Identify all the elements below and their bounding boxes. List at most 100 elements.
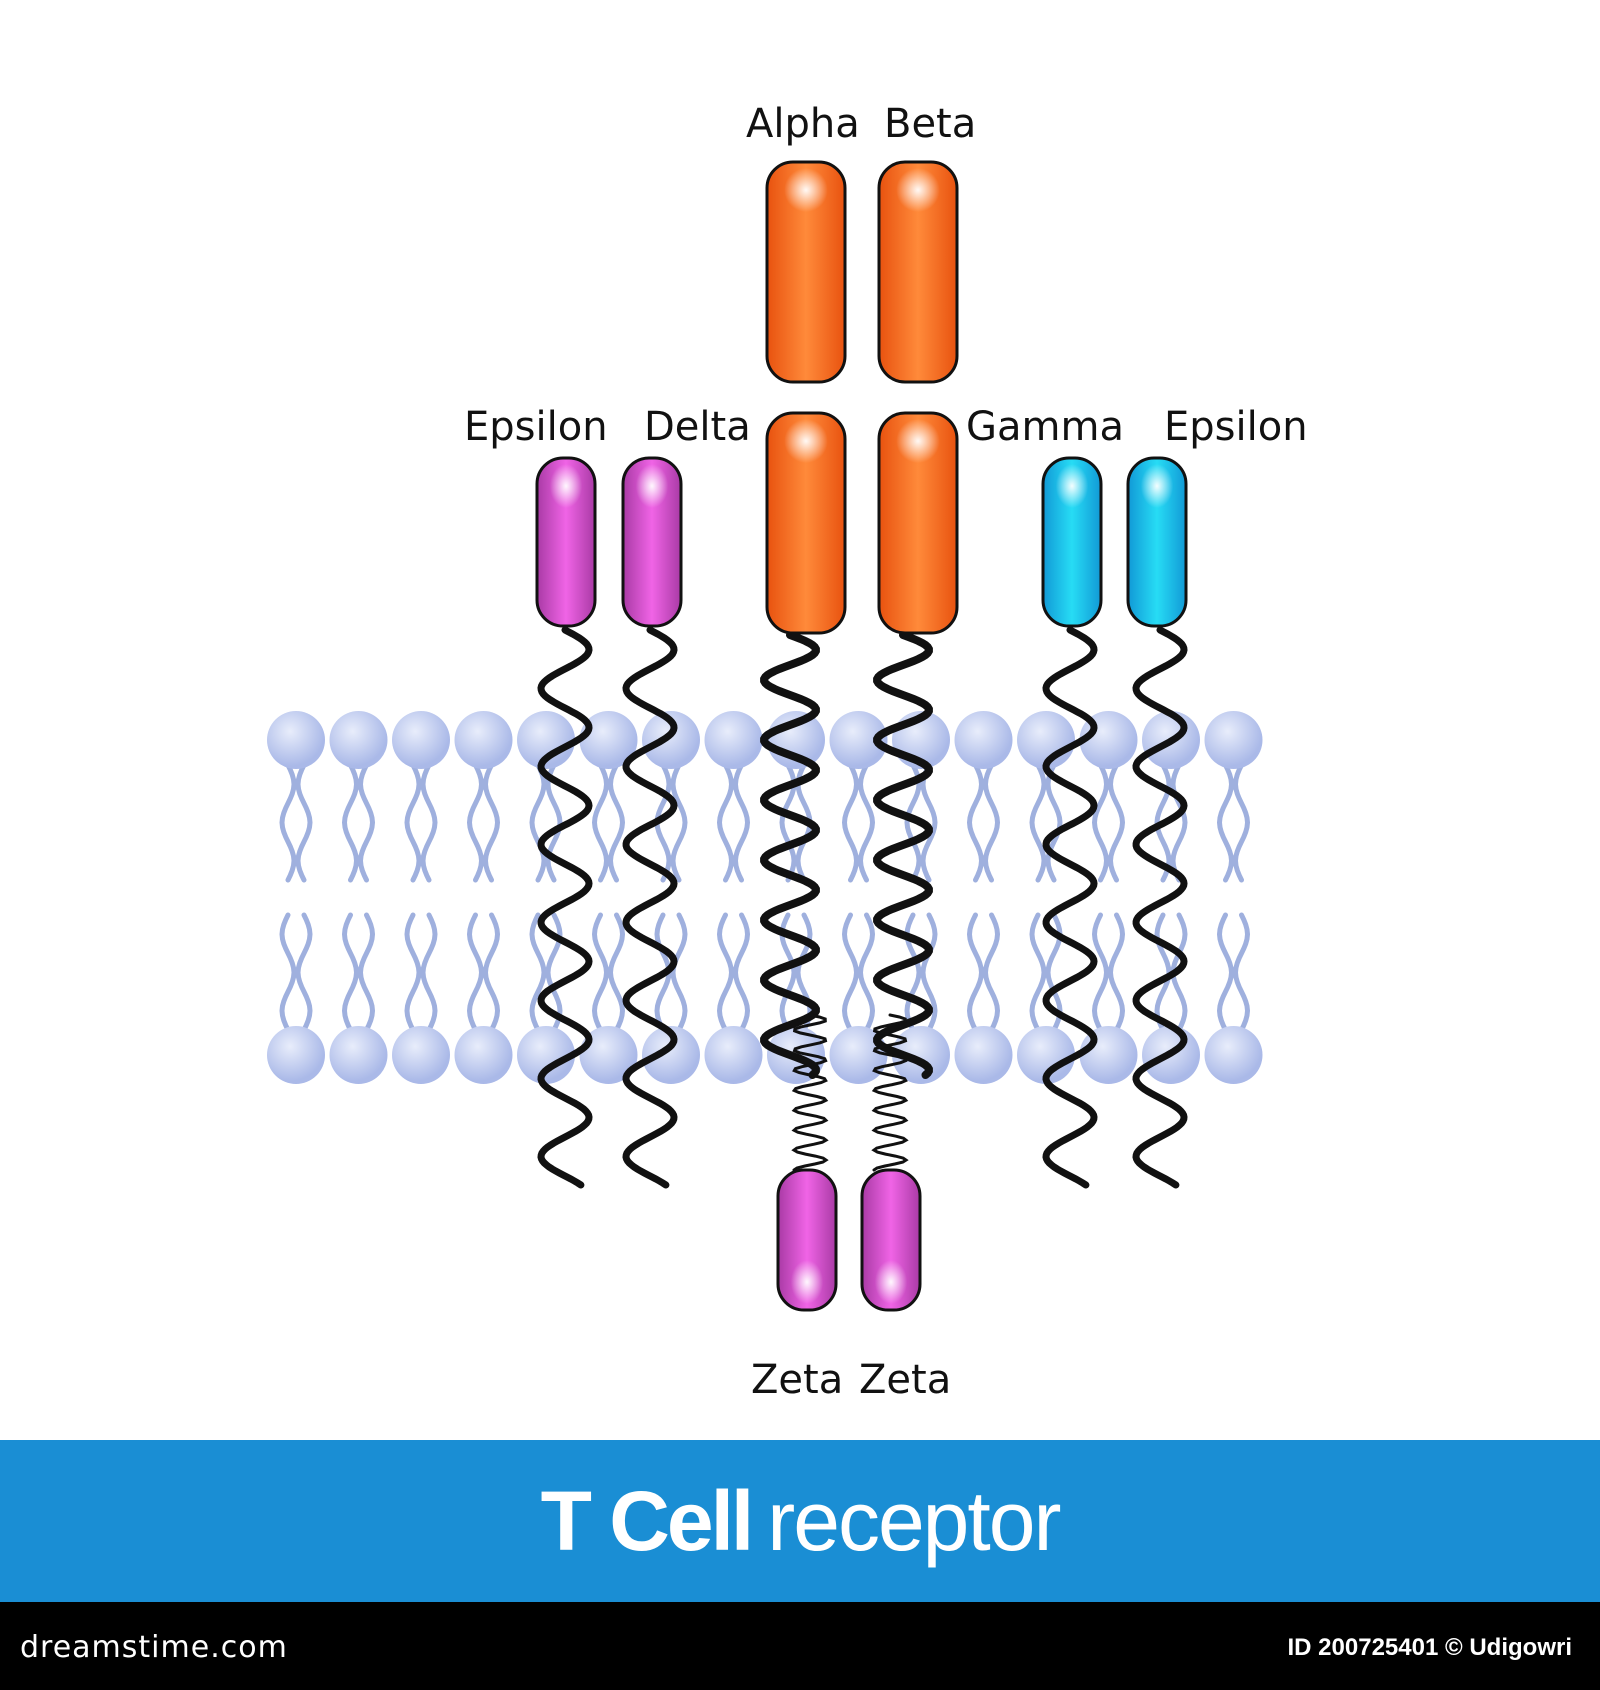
lipid-tail — [279, 912, 297, 1033]
lipid-head — [454, 711, 513, 769]
lipid-tail — [295, 912, 313, 1033]
lipid-head — [954, 711, 1013, 769]
lipid-tail — [1154, 762, 1172, 883]
lipid-tail — [904, 762, 922, 883]
lipid-tail — [529, 912, 547, 1033]
lipid-tail — [341, 762, 360, 883]
lipid-tail — [1029, 912, 1047, 1033]
title-banner — [0, 1440, 1600, 1602]
beta-subunit-top — [877, 160, 959, 384]
lipid-tail — [1232, 762, 1251, 883]
epsilon-subunit-right-body — [1126, 456, 1188, 628]
lipid-head — [267, 711, 325, 769]
footer-site-logo[interactable]: dreamstime.com — [20, 1630, 288, 1665]
lipid-tail — [1107, 762, 1126, 883]
epsilon-subunit-left-body — [535, 456, 597, 628]
lipid-tail — [966, 762, 985, 883]
lipid-tail — [420, 912, 438, 1033]
lipid-head — [642, 1026, 700, 1084]
lipid-head — [329, 1026, 388, 1084]
lipid-tail — [545, 762, 563, 883]
lipid-tail — [1170, 762, 1188, 883]
chain-epsilon-left — [537, 626, 593, 1189]
lipid-bilayer — [267, 711, 1263, 1084]
lipid-tail — [279, 762, 297, 883]
transmembrane-chains — [537, 626, 1188, 1189]
beta-subunit-bottom-shine — [896, 419, 940, 463]
beta-subunit-top-body — [877, 160, 959, 384]
lipid-tail — [670, 912, 688, 1033]
label-beta: Beta — [884, 101, 977, 147]
alpha-subunit-bottom — [765, 411, 847, 635]
lipid-tail — [1154, 912, 1172, 1033]
lipid-tail — [920, 762, 938, 883]
label-alpha: Alpha — [746, 101, 860, 147]
alpha-subunit-bottom-body — [765, 411, 847, 635]
chain-delta — [622, 626, 678, 1189]
label-epsilon-right: Epsilon — [1164, 404, 1308, 450]
lipid-tail — [404, 912, 422, 1033]
lipid-tail — [295, 762, 313, 883]
lipid-tail — [341, 912, 360, 1033]
lipid-head — [704, 711, 763, 769]
lipid-tail — [732, 912, 751, 1033]
lipid-head — [267, 1026, 325, 1084]
alpha-subunit-top — [765, 160, 847, 384]
delta-subunit — [621, 456, 683, 628]
footer-bar — [0, 1602, 1600, 1690]
lipid-tail — [841, 912, 860, 1033]
lipid-tail — [607, 912, 626, 1033]
lipid-tail — [357, 762, 376, 883]
lipid-tail — [482, 912, 501, 1033]
zeta-subunit-left — [776, 1168, 838, 1312]
lipid-head — [954, 1026, 1013, 1084]
alpha-subunit-top-shine — [784, 168, 828, 212]
lipid-tail — [716, 762, 735, 883]
alpha-subunit-top-body — [765, 160, 847, 384]
lipid-tail — [1091, 912, 1110, 1033]
label-delta: Delta — [644, 404, 751, 450]
lipid-tail — [1091, 762, 1110, 883]
lipid-tail — [904, 912, 922, 1033]
lipid-tail — [841, 762, 860, 883]
label-zeta-left: Zeta — [751, 1357, 844, 1403]
epsilon-subunit-right-shine — [1140, 464, 1174, 508]
delta-subunit-shine — [635, 464, 669, 508]
lipid-head — [1017, 1026, 1075, 1084]
lipid-head — [1204, 711, 1263, 769]
footer-image-id: ID 200725401 © Udigowri — [1287, 1634, 1572, 1661]
title-bold-text: T Cell — [540, 1473, 755, 1568]
beta-subunit-top-shine — [896, 168, 940, 212]
lipid-tail — [404, 762, 422, 883]
lipid-head — [517, 1026, 575, 1084]
lipid-tail — [529, 762, 547, 883]
lipid-tail — [982, 912, 1001, 1033]
lipid-tail — [670, 762, 688, 883]
lipid-tail — [482, 762, 501, 883]
chain-zeta-left — [791, 1013, 829, 1172]
chain-alpha — [760, 631, 820, 1079]
epsilon-subunit-left-shine — [549, 464, 583, 508]
gamma-subunit-body — [1041, 456, 1103, 628]
label-epsilon-left: Epsilon — [464, 404, 608, 450]
chain-gamma — [1042, 626, 1098, 1189]
lipid-head — [642, 711, 700, 769]
lipid-tail — [545, 912, 563, 1033]
label-zeta-right: Zeta — [859, 1357, 952, 1403]
zeta-subunit-right — [860, 1168, 922, 1312]
lipid-tail — [1045, 762, 1063, 883]
lipid-tail — [591, 912, 610, 1033]
lipid-head — [392, 711, 450, 769]
lipid-tail — [857, 912, 876, 1033]
lipid-tail — [1232, 912, 1251, 1033]
lipid-tail — [732, 762, 751, 883]
lipid-head — [829, 1026, 888, 1084]
lipid-tail — [982, 762, 1001, 883]
lipid-tail — [966, 912, 985, 1033]
lipid-head — [454, 1026, 513, 1084]
lipid-tail — [357, 912, 376, 1033]
lipid-head — [1204, 1026, 1263, 1084]
lipid-tail — [1216, 762, 1235, 883]
delta-subunit-body — [621, 456, 683, 628]
lipid-tail — [795, 912, 813, 1033]
